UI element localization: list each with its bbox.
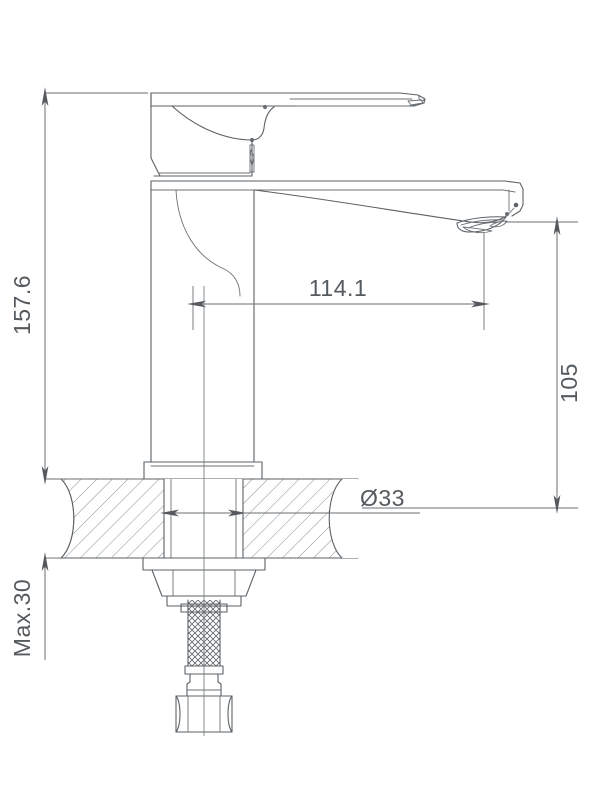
dimension-label-spout-reach: 114.1 (309, 275, 367, 301)
dimension-label-counter-thickness: Max.30 (9, 579, 35, 657)
mounting-hardware (142, 557, 266, 607)
dimension-spout-height: 105 (362, 216, 582, 514)
cartridge-body (150, 92, 255, 177)
dimension-spout-reach: 114.1 (187, 232, 490, 330)
dimension-height-total: 157.6 (9, 87, 148, 485)
body-column (150, 180, 255, 463)
handle-lever (150, 92, 426, 143)
spout (150, 180, 524, 234)
countertop-section (44, 478, 359, 559)
dimension-label-mounting-hole: Ø33 (360, 485, 405, 511)
base-flange (143, 461, 263, 480)
dimension-label-height-total: 157.6 (9, 275, 35, 335)
dimension-mounting-hole: Ø33 (160, 485, 420, 517)
dimension-label-spout-height: 105 (556, 363, 582, 403)
dimension-counter-thickness: Max.30 (9, 552, 61, 660)
